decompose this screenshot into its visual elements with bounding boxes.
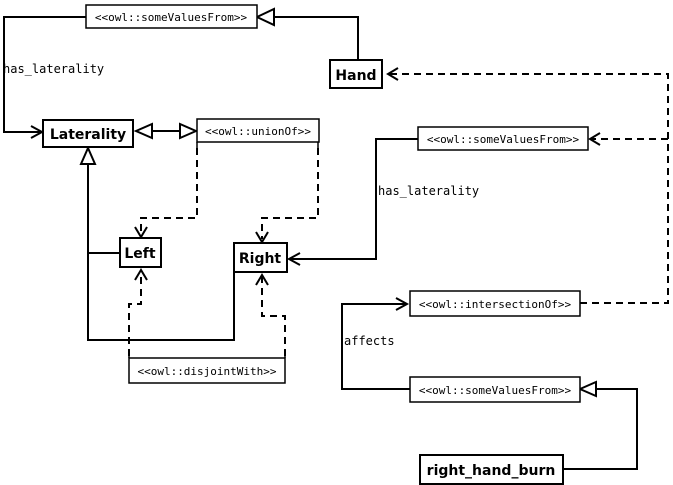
class-right[interactable]: Right — [233, 242, 288, 273]
generalization-arrowhead-icon — [577, 380, 597, 398]
class-left[interactable]: Left — [119, 237, 162, 268]
restriction-unionof[interactable]: <<owl::unionOf>> — [196, 118, 320, 148]
class-laterality-label: Laterality — [50, 127, 126, 143]
edge-affects — [341, 297, 410, 390]
edge-burn-to-somevalues-bottom — [563, 380, 638, 470]
restriction-somevalues-top[interactable]: <<owl::someValuesFrom>> — [85, 4, 258, 29]
class-hand[interactable]: Hand — [329, 59, 383, 89]
open-arrowhead-icon — [395, 297, 410, 311]
edge-somevalues-top-to-hand — [254, 7, 359, 60]
restriction-intersectionof-label: <<owl::intersectionOf>> — [419, 298, 572, 311]
class-laterality[interactable]: Laterality — [42, 119, 134, 148]
edge-unionof-to-laterality — [133, 122, 199, 140]
edge-label-affects: affects — [344, 334, 395, 348]
edge-right-to-laterality — [87, 253, 235, 341]
restriction-somevalues-mid[interactable]: <<owl::someValuesFrom>> — [417, 126, 589, 151]
edge-label-has-laterality-right: has_laterality — [378, 184, 479, 198]
class-left-label: Left — [124, 246, 156, 262]
generalization-arrowhead-icon — [179, 122, 199, 140]
generalization-arrowhead-icon — [79, 145, 97, 165]
restriction-somevalues-mid-label: <<owl::someValuesFrom>> — [427, 133, 580, 146]
edge-unionof-to-right — [255, 148, 319, 244]
restriction-intersectionof[interactable]: <<owl::intersectionOf>> — [409, 290, 581, 317]
restriction-disjointwith-label: <<owl::disjointWith>> — [137, 365, 276, 378]
open-arrowhead-icon — [134, 268, 148, 281]
restriction-unionof-label: <<owl::unionOf>> — [205, 125, 311, 138]
edge-intersection-to-hand — [386, 67, 669, 304]
restriction-somevalues-bottom[interactable]: <<owl::someValuesFrom>> — [409, 376, 581, 403]
edge-unionof-to-left — [134, 148, 198, 239]
class-hand-label: Hand — [335, 68, 376, 84]
restriction-somevalues-bottom-label: <<owl::someValuesFrom>> — [419, 384, 572, 397]
open-arrowhead-icon — [286, 252, 301, 266]
edge-label-has-laterality-left: has_laterality — [3, 62, 104, 76]
edge-disjoint-to-right — [255, 273, 286, 356]
open-arrowhead-icon — [386, 67, 399, 81]
edge-left-to-laterality — [79, 145, 120, 254]
edge-has-laterality-mid — [286, 138, 418, 266]
class-right-hand-burn-label: right_hand_burn — [427, 463, 556, 479]
restriction-somevalues-top-label: <<owl::someValuesFrom>> — [95, 11, 248, 24]
class-right-label: Right — [239, 251, 282, 267]
generalization-arrowhead-icon — [133, 122, 153, 140]
class-right-hand-burn[interactable]: right_hand_burn — [419, 454, 564, 485]
edge-intersection-to-somevalues-mid — [588, 132, 668, 146]
open-arrowhead-icon — [255, 273, 269, 286]
edge-disjoint-to-left — [128, 268, 148, 356]
restriction-disjointwith[interactable]: <<owl::disjointWith>> — [128, 356, 286, 384]
generalization-arrowhead-icon — [254, 7, 275, 27]
open-arrowhead-icon — [588, 132, 601, 146]
